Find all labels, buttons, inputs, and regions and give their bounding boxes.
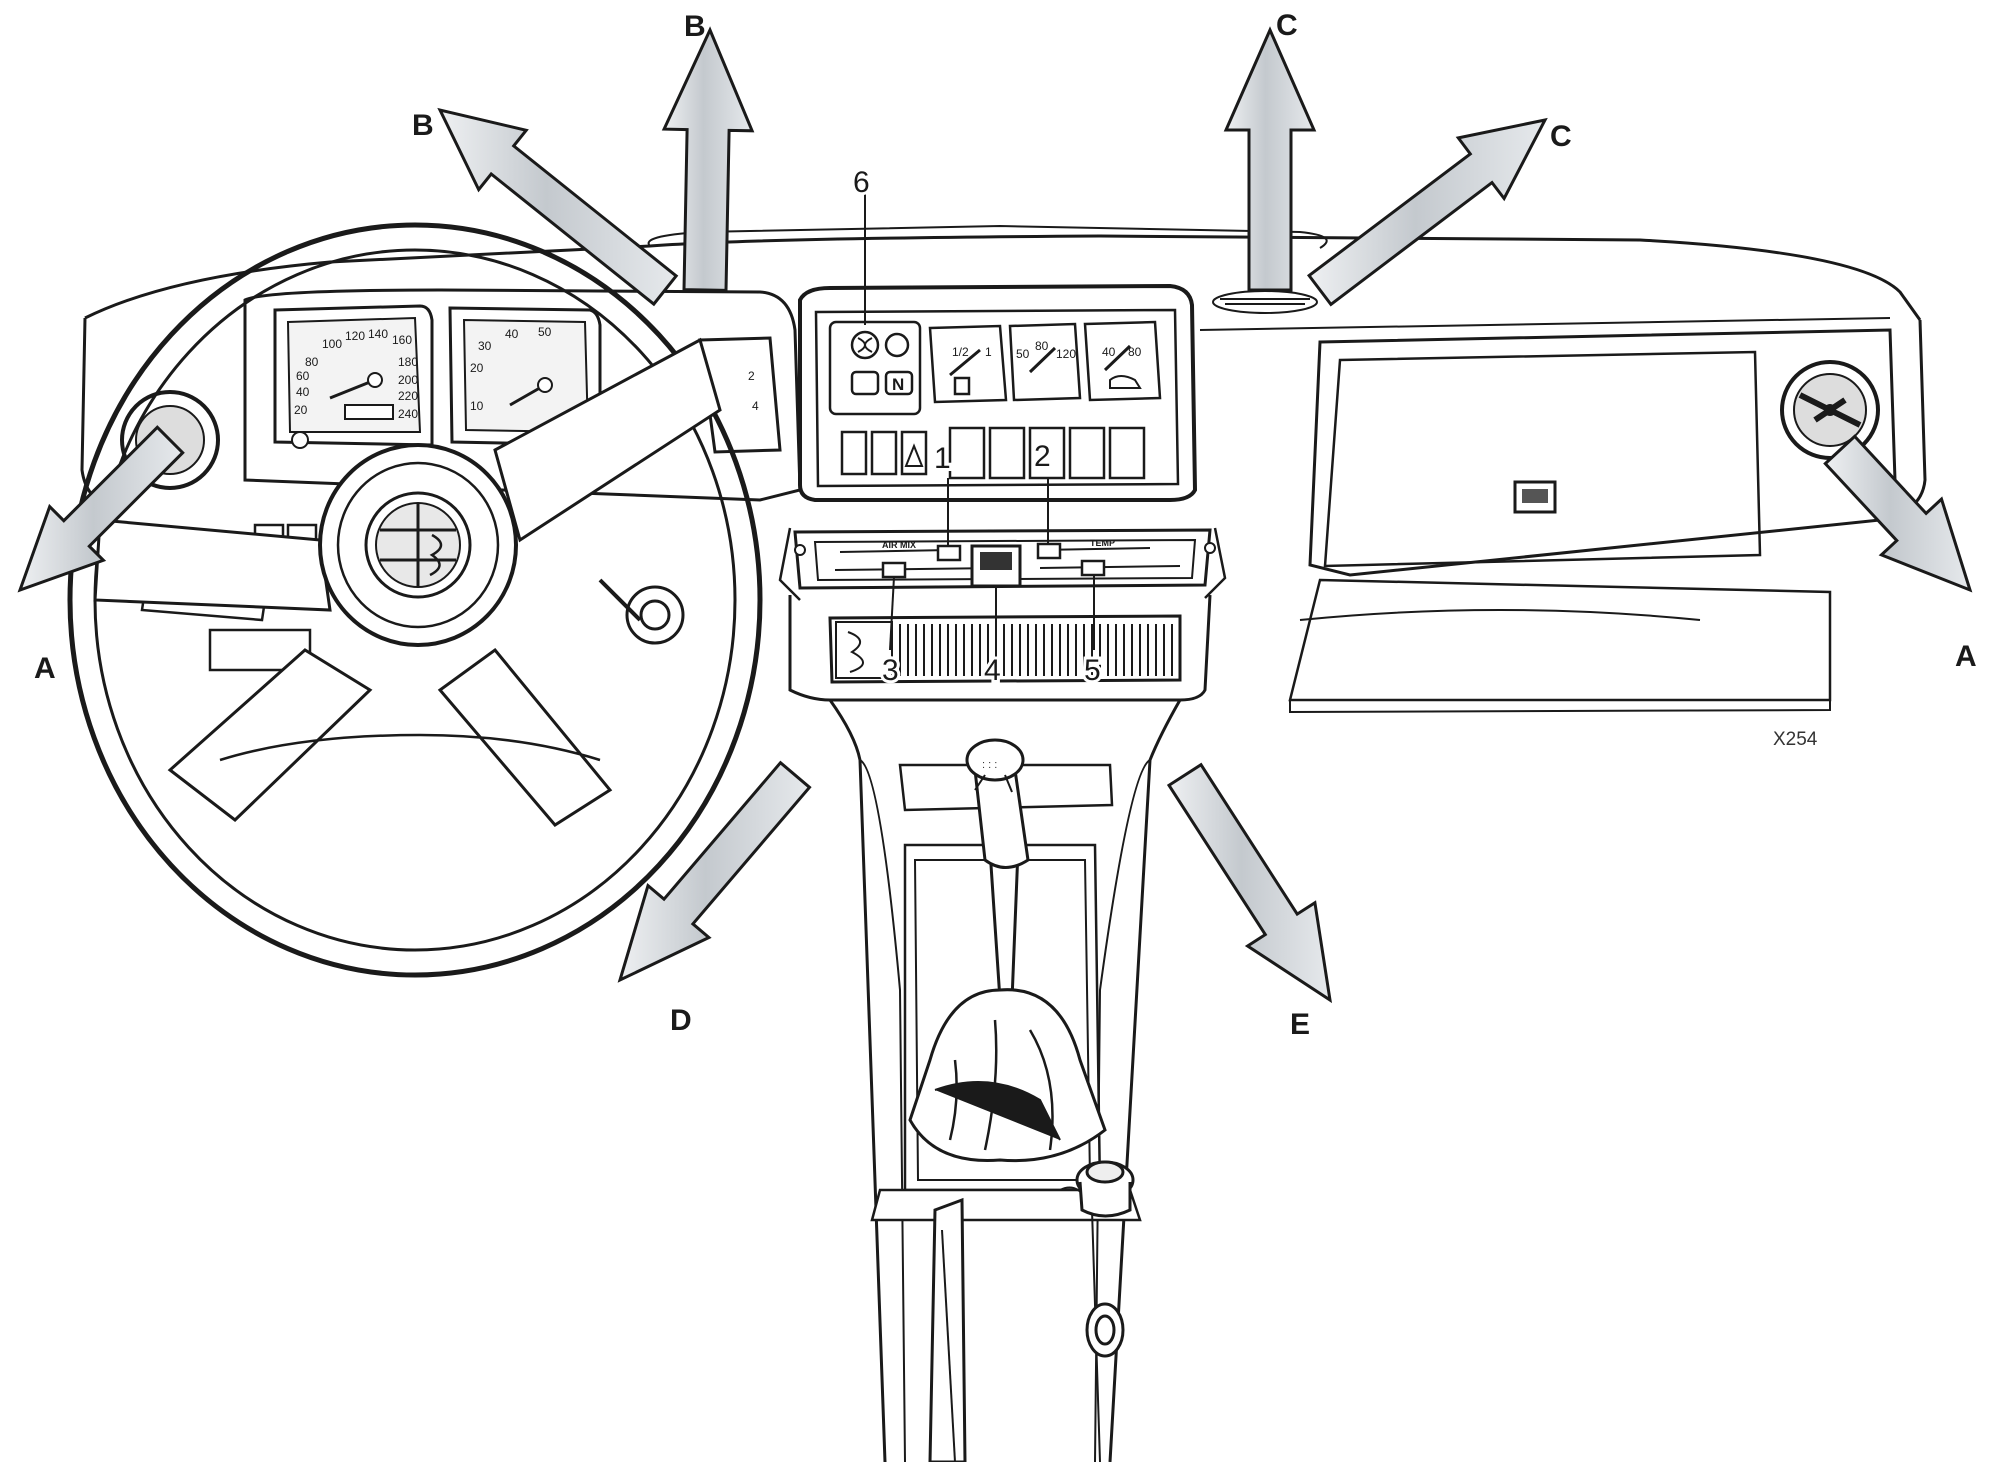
- temp-slider[interactable]: TEMP: [1036, 538, 1151, 560]
- callout-3: 3: [882, 654, 899, 687]
- wheel-spoke-lower-left: [167, 648, 373, 822]
- oil-numeral: 80: [1128, 345, 1142, 359]
- speedo-numeral: 80: [305, 355, 319, 369]
- fuel-numeral: 1/2: [952, 345, 969, 359]
- wheel-spoke-lower-right: [437, 647, 613, 827]
- speedo-numeral: 240: [398, 407, 418, 421]
- arrow-label-d: D: [670, 1004, 692, 1037]
- right-defrost-vent[interactable]: [1212, 290, 1318, 314]
- callout-5: 5: [1084, 654, 1101, 687]
- airflow-arrow-a-right: [1823, 434, 1973, 593]
- dashboard-top: [80, 224, 1927, 522]
- figure-code: X254: [1773, 729, 1818, 750]
- arrow-label-a-right: A: [1955, 640, 1977, 673]
- centre-vent-grille[interactable]: [828, 614, 1182, 684]
- arrow-label-e: E: [1290, 1008, 1310, 1041]
- warning-lights: N: [828, 320, 922, 416]
- speedo-numeral: 180: [398, 355, 418, 369]
- speedo-numeral: 220: [398, 389, 418, 403]
- air-mix-slider[interactable]: AIR MIX: [839, 540, 962, 562]
- tach-numeral: 40: [505, 327, 519, 341]
- alfa-romeo-badge: [364, 491, 472, 599]
- speedo-numeral: 160: [392, 333, 412, 347]
- callout-leaders: [864, 190, 1095, 651]
- gear-pattern-label: : : :: [982, 759, 997, 771]
- switch-blank-2[interactable]: [988, 426, 1026, 480]
- engine-warning-icon: [884, 332, 910, 358]
- handbrake-lever[interactable]: [928, 1197, 967, 1464]
- speedo-numeral: 100: [322, 337, 342, 351]
- water-numeral: 120: [1056, 347, 1076, 361]
- rocker-switch-1[interactable]: [840, 430, 868, 476]
- water-numeral: 80: [1035, 339, 1049, 353]
- speedo-numeral: 60: [296, 369, 310, 383]
- airflow-arrow-c-right: [1306, 117, 1548, 307]
- airflow-arrow-c-up: [1223, 26, 1317, 292]
- callout-2: 2: [1034, 440, 1051, 473]
- brake-warning-icon: [850, 370, 880, 396]
- oil-pressure-gauge: 40 80: [1083, 320, 1162, 402]
- switch-blank-1[interactable]: [948, 426, 986, 480]
- gear-lever[interactable]: : : :: [965, 738, 1030, 1001]
- arrow-label-c-right: C: [1550, 120, 1572, 153]
- speedo-numeral: 40: [296, 385, 310, 399]
- switch-row: [840, 426, 1146, 480]
- water-temp-gauge: 50 80 120: [1008, 322, 1082, 402]
- airflow-arrow-e: [1166, 762, 1332, 1004]
- right-round-vent[interactable]: [1780, 360, 1880, 460]
- neutral-warning-icon: [884, 370, 914, 396]
- console-lock[interactable]: [1085, 1302, 1125, 1358]
- airflow-arrow-a-left: [17, 425, 185, 593]
- callout-6: 6: [853, 166, 870, 199]
- fuel-gauge: 1/2 1: [928, 324, 1008, 404]
- steering-wheel[interactable]: [67, 222, 763, 978]
- recirc-switch[interactable]: [970, 544, 1022, 588]
- oil-numeral: 40: [1102, 345, 1116, 359]
- tach-numeral: 10: [470, 399, 484, 413]
- alfa-serpent-icon: [847, 631, 864, 673]
- console-knob[interactable]: [1075, 1160, 1135, 1218]
- speedo-numeral: 140: [368, 327, 388, 341]
- tachometer: 10 20 30 40 50: [448, 306, 602, 447]
- glovebox: [1288, 328, 1897, 714]
- tach-numeral: 30: [478, 339, 492, 353]
- airflow-arrow-b-left: [437, 107, 679, 307]
- switch-blank-5[interactable]: [1108, 426, 1146, 480]
- glovebox-handle[interactable]: [1513, 480, 1557, 514]
- tach-numeral: 50: [538, 325, 552, 339]
- tach-numeral: 20: [470, 361, 484, 375]
- speedo-numeral: 120: [345, 329, 365, 343]
- clock-numeral: 2: [748, 369, 755, 383]
- fuel-numeral: 1: [985, 345, 992, 359]
- rocker-switch-2[interactable]: [870, 430, 898, 476]
- switch-blank-4[interactable]: [1068, 426, 1106, 480]
- arrow-label-b-left: B: [412, 109, 434, 142]
- airflow-arrow-b-up: [661, 26, 755, 292]
- speedo-numeral: 200: [398, 373, 418, 387]
- air-mix-label: AIR MIX: [882, 540, 916, 550]
- svg-text:N: N: [892, 375, 904, 394]
- airflow-arrow-d: [617, 760, 812, 983]
- gear-boot: [908, 988, 1107, 1163]
- temp-label: TEMP: [1090, 538, 1115, 548]
- speedo-numeral: 20: [294, 403, 308, 417]
- arrow-label-c-up: C: [1276, 9, 1298, 42]
- water-numeral: 50: [1016, 347, 1030, 361]
- airflow-arrows: [17, 26, 1973, 1004]
- callout-4: 4: [984, 654, 1001, 687]
- ignition-lock[interactable]: [598, 578, 685, 645]
- wheel-spoke-left: [93, 518, 332, 612]
- arrow-label-b-up: B: [684, 10, 706, 43]
- arrow-label-a-left: A: [34, 652, 56, 685]
- callout-1: 1: [934, 442, 951, 475]
- clock-numeral: 4: [752, 399, 759, 413]
